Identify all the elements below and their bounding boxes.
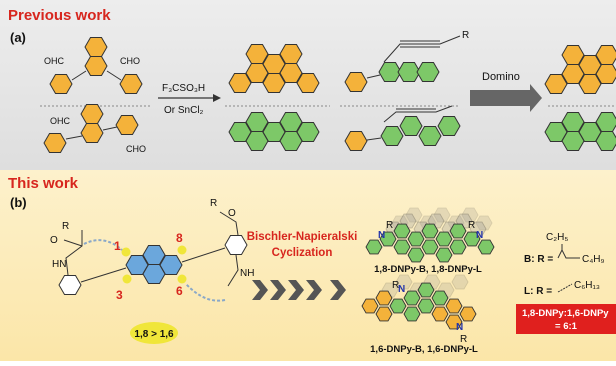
b-sub-bond (557, 248, 580, 259)
b-sub-top: C₂H₅ (546, 232, 568, 243)
reaction-name-2: Cyclization (272, 247, 333, 259)
product-top-n1: N (378, 230, 385, 241)
reaction-arrow-a-head (213, 94, 221, 102)
selectivity-label: 1,8 > 1,6 (134, 329, 174, 340)
product-top-name: 1,8-DNPy-B, 1,8-DNPy-L (374, 264, 482, 275)
position-6: 6 (176, 284, 183, 298)
reagent-1: F₃CSO₃H (162, 83, 205, 94)
alkyne-r-label: R (462, 30, 469, 41)
domino-label: Domino (482, 71, 520, 83)
amide-o-right: O (228, 208, 236, 219)
product-bot-r2: R (460, 334, 467, 345)
amide-nh-right: NH (240, 268, 254, 279)
product-bot-name: 1,6-DNPy-B, 1,6-DNPy-L (370, 344, 478, 355)
reagent-2: Or SnCl₂ (164, 105, 204, 116)
panel-a-label: (a) (10, 30, 26, 45)
domino-arrow (470, 84, 542, 112)
b-def: B: R = (524, 254, 553, 265)
cho-label-bottom-left: OHC (50, 116, 71, 126)
product-top-n2: N (476, 230, 483, 241)
product-bot-n1: N (398, 284, 405, 295)
amide-nh-left: HN (52, 259, 66, 270)
dialdehyde-top (49, 36, 143, 95)
previous-work-heading: Previous work (8, 7, 111, 24)
chevron-arrows (252, 280, 346, 300)
l-def: L: R = (524, 286, 552, 297)
product-top-r2: R (468, 220, 475, 231)
cho-label-top-right: CHO (120, 56, 140, 66)
position-3: 3 (116, 288, 123, 302)
product-bot-n2: N (456, 322, 463, 333)
amide-r-right: R (210, 198, 217, 209)
ratio-line-2: = 6:1 (555, 321, 578, 332)
alkyne-precursor-top (344, 35, 461, 93)
alkyne-precursor-bottom (344, 105, 461, 152)
reaction-name-1: Bischler-Napieralski (247, 231, 358, 243)
position-1: 1 (114, 239, 121, 253)
position-8: 8 (176, 231, 183, 245)
selectivity-badge (130, 322, 178, 344)
this-work-heading: This work (8, 175, 79, 192)
l-sub: C₆H₁₃ (574, 280, 600, 291)
panel-b-label: (b) (10, 195, 27, 210)
l-sub-bond (557, 283, 573, 293)
b-sub-bot: C₄H₉ (582, 254, 605, 265)
bisamide-precursor (58, 211, 248, 302)
amide-r-left: R (62, 221, 69, 232)
product-bot-r1: R (392, 280, 399, 291)
ratio-line-1: 1,8-DNPy:1,6-DNPy (522, 308, 609, 319)
panel-b-background (0, 170, 616, 361)
amide-o-left: O (50, 235, 58, 246)
product-top-r1: R (386, 220, 393, 231)
cho-label-top-left: OHC (44, 56, 65, 66)
cho-label-bottom-right: CHO (126, 144, 146, 154)
ratio-box (516, 304, 616, 334)
dialdehyde-bottom (43, 103, 139, 154)
